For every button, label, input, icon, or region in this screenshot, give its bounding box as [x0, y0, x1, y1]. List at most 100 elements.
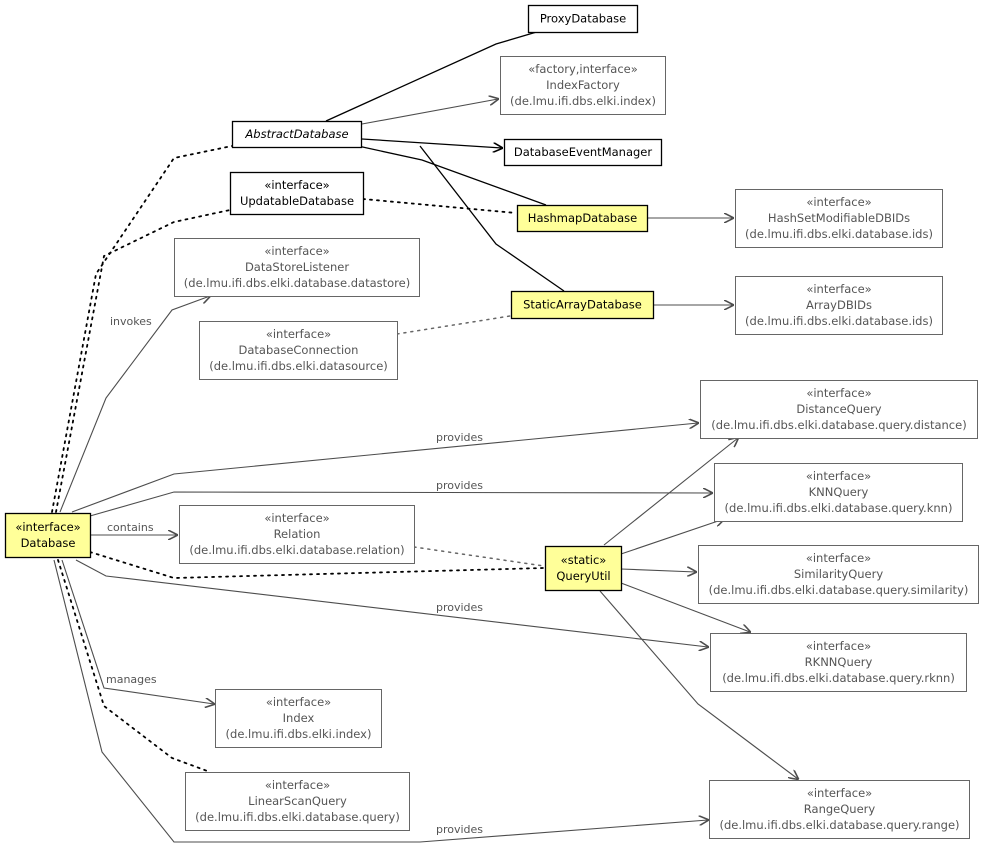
datastore-listener-label-2: (de.lmu.ifi.dbs.elki.database.datastore) — [184, 276, 410, 290]
linear-scan-query-box — [185, 772, 410, 831]
edge-abstract-to-proxy — [325, 30, 541, 122]
edge-label-manages: manages — [106, 673, 157, 686]
hashset-modifiable-dbids-box — [735, 189, 943, 248]
database-event-manager-node: DatabaseEventManager — [503, 138, 663, 167]
array-dbids-label-2: (de.lmu.ifi.dbs.elki.database.ids) — [745, 314, 933, 328]
query-util-label-1: QueryUtil — [556, 569, 610, 583]
database-label-1: Database — [21, 536, 76, 550]
similarity-query-box — [698, 545, 979, 604]
index-box — [215, 689, 382, 748]
abstract-database-box — [231, 120, 363, 149]
abstract-database-label-0: AbstractDatabase — [244, 127, 348, 141]
rknn-query-box — [710, 633, 967, 692]
edge-abstract-to-indexfactory — [361, 99, 498, 125]
datastore-listener-label-0: «interface» — [264, 244, 329, 258]
edge-relation-to-queryutil — [413, 546, 545, 567]
database-box — [4, 512, 92, 559]
index-factory-node: «factory,interface» IndexFactory (de.lmu.i… — [500, 56, 666, 115]
edge-database-to-distancequery — [71, 423, 698, 513]
index-factory-box — [500, 56, 666, 115]
index-label-2: (de.lmu.ifi.dbs.elki.index) — [226, 727, 372, 741]
static-array-database-node: StaticArrayDatabase — [510, 290, 655, 320]
knn-query-node: «interface» KNNQuery (de.lmu.ifi.dbs.elki.… — [714, 463, 963, 522]
linear-scan-query-node: «interface»LinearScanQuery(de.lmu.ifi.db… — [185, 772, 410, 831]
knn-query-box — [714, 463, 963, 522]
hashset-modifiable-dbids-label-1: HashSetModifiableDBIDs — [768, 211, 910, 225]
database-connection-label-2: (de.lmu.ifi.dbs.elki.datasource) — [209, 359, 388, 373]
knn-query-label-2: (de.lmu.ifi.dbs.elki.database.query.knn) — [725, 501, 953, 515]
query-util-box — [544, 545, 623, 592]
index-factory-label-2: (de.lmu.ifi.dbs.elki.index) — [510, 94, 656, 108]
updatable-database-label-1: UpdatableDatabase — [240, 194, 354, 208]
edge-queryutil-to-similarityquery — [620, 569, 696, 572]
index-factory-label-1: IndexFactory — [546, 78, 620, 92]
database-connection-label-1: DatabaseConnection — [239, 343, 359, 357]
rknn-query-label-1: RKNNQuery — [805, 655, 873, 669]
hashset-modifiable-dbids-node: «interface» HashSetModifiableDBIDs (de.lmu… — [735, 189, 943, 248]
datastore-listener-node: «interface» DataStoreListener (de.lmu.ifi.… — [174, 238, 420, 297]
edge-labels: invokes provides provides contains provi… — [106, 315, 483, 836]
updatable-database-node: «interface»UpdatableDatabase — [229, 171, 365, 216]
similarity-query-label-0: «interface» — [806, 551, 871, 565]
edge-hashmap-to-abstract — [357, 145, 547, 206]
database-connection-label-0: «interface» — [266, 327, 331, 341]
edge-database-to-rknnquery — [75, 559, 708, 647]
edge-database-to-queryutil — [89, 551, 545, 579]
index-factory-label-0: «factory,interface» — [528, 62, 638, 76]
datastore-listener-box — [174, 238, 420, 297]
relation-label-2: (de.lmu.ifi.dbs.elki.database.relation) — [189, 543, 404, 557]
range-query-label-2: (de.lmu.ifi.dbs.elki.database.query.rang… — [719, 818, 959, 832]
relation-node: «interface»Relation(de.lmu.ifi.dbs.elki.… — [179, 505, 415, 564]
edge-database-to-datastorelistener — [59, 296, 210, 513]
distance-query-box — [700, 380, 978, 439]
rknn-query-label-0: «interface» — [806, 639, 871, 653]
array-dbids-box — [735, 276, 943, 335]
static-array-database-label-0: StaticArrayDatabase — [523, 298, 642, 312]
abstract-database-node: AbstractDatabase — [231, 120, 363, 149]
hashmap-database-node: HashmapDatabase — [516, 204, 649, 233]
edge-database-to-knnquery — [89, 492, 712, 517]
hashset-modifiable-dbids-label-2: (de.lmu.ifi.dbs.elki.database.ids) — [745, 227, 933, 241]
relation-label-0: «interface» — [264, 511, 329, 525]
index-node: «interface» Index (de.lmu.ifi.dbs.elki.ind… — [215, 689, 382, 748]
static-array-database-box — [510, 290, 655, 320]
proxy-database-label-0: ProxyDatabase — [540, 12, 626, 26]
datastore-listener-label-1: DataStoreListener — [245, 260, 349, 274]
similarity-query-label-1: SimilarityQuery — [794, 567, 884, 581]
edge-database-to-index — [61, 559, 214, 704]
edge-label-contains: contains — [107, 521, 154, 534]
similarity-query-label-2: (de.lmu.ifi.dbs.elki.database.query.simi… — [709, 583, 969, 597]
distance-query-node: «interface»DistanceQuery(de.lmu.ifi.dbs.… — [700, 380, 978, 439]
range-query-label-1: RangeQuery — [804, 802, 876, 816]
distance-query-label-0: «interface» — [806, 386, 871, 400]
index-label-1: Index — [283, 711, 315, 725]
knn-query-label-1: KNNQuery — [809, 485, 869, 499]
edge-updatable-to-hashmap — [362, 198, 517, 214]
knn-query-label-0: «interface» — [806, 469, 871, 483]
database-event-manager-label-0: DatabaseEventManager — [514, 145, 652, 159]
edge-queryutil-to-distancequery — [603, 438, 738, 546]
proxy-database-node: ProxyDatabase — [527, 4, 639, 34]
query-util-node: «static»QueryUtil — [544, 545, 623, 592]
edge-queryutil-to-knnquery — [620, 519, 724, 555]
database-event-manager-box — [503, 138, 663, 167]
edge-staticarray-to-abstract — [419, 145, 565, 292]
edge-database-to-abstract — [51, 145, 233, 513]
proxy-database-box — [527, 4, 639, 34]
edge-label-provides-knn: provides — [436, 479, 483, 492]
updatable-database-box — [229, 171, 365, 216]
database-label-0: «interface» — [15, 520, 80, 534]
array-dbids-node: «interface»ArrayDBIDs(de.lmu.ifi.dbs.elk… — [735, 276, 943, 335]
edge-abstract-to-eventmanager — [361, 138, 502, 148]
hashset-modifiable-dbids-label-0: «interface» — [806, 195, 871, 209]
edge-label-provides-rknn: provides — [436, 601, 483, 614]
edge-connection-to-staticarray — [396, 315, 511, 335]
range-query-label-0: «interface» — [807, 786, 872, 800]
edge-queryutil-to-rknnquery — [620, 582, 750, 632]
edge-label-provides-distance: provides — [436, 431, 483, 444]
edges — [51, 30, 798, 843]
hashmap-database-label-0: HashmapDatabase — [528, 211, 637, 225]
linear-scan-query-label-0: «interface» — [265, 778, 330, 792]
index-label-0: «interface» — [266, 695, 331, 709]
